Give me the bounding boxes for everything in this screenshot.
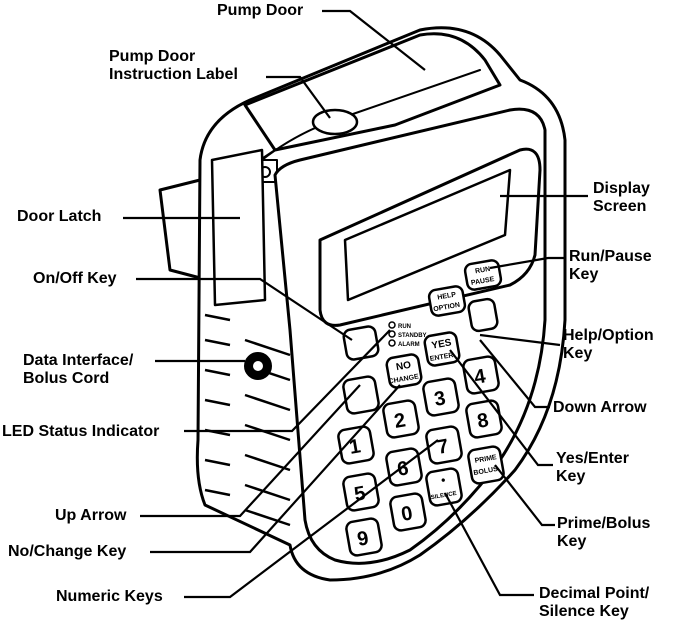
label-line: Pump Door xyxy=(217,2,304,19)
help-key-label-top: HELP xyxy=(437,291,457,301)
numeric-key-9[interactable] xyxy=(345,517,383,557)
label-line: Display xyxy=(593,180,650,197)
on-off-key[interactable] xyxy=(342,325,380,361)
numeric-key-2[interactable] xyxy=(382,399,420,439)
prime-key-label-top: PRIME xyxy=(474,454,497,465)
label-line: Key xyxy=(569,266,599,283)
label-line: Prime/Bolus xyxy=(557,515,651,532)
up-arrow-key[interactable] xyxy=(342,375,380,415)
decimal-silence-key[interactable] xyxy=(425,467,463,507)
label-line: No/Change Key xyxy=(8,543,127,560)
label-line: Screen xyxy=(593,198,647,215)
numeric-key-label-0: 0 xyxy=(400,502,415,526)
led-indicators: RUN STANDBY ALARM xyxy=(388,321,427,348)
label-line: Numeric Keys xyxy=(56,588,163,605)
label-on-off: On/Off Key xyxy=(33,270,117,288)
label-line: Up Arrow xyxy=(55,507,127,524)
label-display-screen: Display Screen xyxy=(593,180,650,216)
prime-bolus-key[interactable] xyxy=(467,445,505,485)
label-line: Decimal Point/ xyxy=(539,585,650,602)
down-arrow-key[interactable] xyxy=(467,297,499,333)
label-prime-bolus: Prime/Bolus Key xyxy=(557,515,650,551)
label-line: Help/Option xyxy=(563,327,654,344)
label-line: Run/Pause xyxy=(569,248,652,265)
display-screen xyxy=(343,168,512,302)
label-pump-door: Pump Door xyxy=(217,2,303,20)
led-dot-3 xyxy=(388,339,396,347)
run-key-label-top: RUN xyxy=(475,266,491,276)
numeric-key-label-1: 1 xyxy=(348,435,363,459)
yes-enter-key[interactable] xyxy=(423,331,461,367)
numeric-key-label-9: 9 xyxy=(356,527,371,551)
label-line: Door Latch xyxy=(17,208,102,225)
instruction-label-oval xyxy=(311,108,359,136)
label-line: On/Off Key xyxy=(33,270,117,287)
no-key-label-top: NO xyxy=(395,360,412,373)
label-line: Yes/Enter xyxy=(556,450,629,467)
label-line: Silence Key xyxy=(539,603,629,620)
numeric-key-4[interactable] xyxy=(462,355,500,395)
label-line: LED Status Indicator xyxy=(2,423,160,440)
label-line: Pump Door xyxy=(109,48,196,65)
label-yes-enter: Yes/Enter Key xyxy=(556,450,629,486)
label-decimal-silence: Decimal Point/ Silence Key xyxy=(539,585,649,621)
led-label-1: RUN xyxy=(398,324,411,330)
label-no-change: No/Change Key xyxy=(8,543,126,561)
numeric-key-label-7: 7 xyxy=(436,435,451,459)
pump-door xyxy=(243,32,502,152)
yes-key-label-bottom: ENTER xyxy=(429,352,454,363)
label-data-interface: Data Interface/ Bolus Cord xyxy=(23,352,133,388)
decimal-key-label-top: • xyxy=(440,473,447,488)
label-help-option: Help/Option Key xyxy=(563,327,654,363)
label-line: Data Interface/ xyxy=(23,352,134,369)
label-line: Key xyxy=(557,533,587,550)
label-line: Down Arrow xyxy=(553,399,647,416)
led-dot-1 xyxy=(388,321,396,329)
label-door-latch: Door Latch xyxy=(17,208,101,226)
keypad: RUNPAUSEHELPOPTIONYESENTERNOCHANGE123456… xyxy=(337,259,505,557)
numeric-key-1[interactable] xyxy=(337,425,375,465)
run-pause-key[interactable] xyxy=(463,259,503,291)
numeric-key-3[interactable] xyxy=(422,377,460,417)
run-key-label-bottom: PAUSE xyxy=(471,276,496,287)
led-dot-2 xyxy=(388,330,396,338)
numeric-key-5[interactable] xyxy=(342,472,380,512)
numeric-key-label-3: 3 xyxy=(433,387,448,411)
prime-key-label-bottom: BOLUS xyxy=(473,466,499,477)
led-label-3: ALARM xyxy=(398,342,420,348)
decimal-key-label-bottom: SILENCE xyxy=(430,491,457,501)
numeric-key-0[interactable] xyxy=(389,492,427,532)
label-down-arrow: Down Arrow xyxy=(553,399,647,417)
leader-lines xyxy=(123,9,588,599)
data-port-center xyxy=(253,361,263,371)
numeric-key-label-2: 2 xyxy=(393,409,408,433)
label-up-arrow: Up Arrow xyxy=(55,507,126,525)
label-pump-door-instruction: Pump Door Instruction Label xyxy=(109,48,238,84)
label-line: Instruction Label xyxy=(109,66,238,83)
help-key-label-bottom: OPTION xyxy=(433,302,461,314)
door-latch-face xyxy=(210,148,267,307)
numeric-key-label-5: 5 xyxy=(353,482,368,506)
led-label-2: STANDBY xyxy=(398,333,427,339)
label-line: Key xyxy=(556,468,586,485)
numeric-key-label-8: 8 xyxy=(476,409,491,433)
help-option-key[interactable] xyxy=(427,285,467,317)
label-numeric-keys: Numeric Keys xyxy=(56,588,163,606)
label-line: Bolus Cord xyxy=(23,370,110,387)
no-change-key[interactable] xyxy=(385,353,423,389)
yes-key-label-top: YES xyxy=(431,337,453,351)
label-run-pause: Run/Pause Key xyxy=(569,248,652,284)
label-led-status: LED Status Indicator xyxy=(2,423,159,441)
label-line: Key xyxy=(563,345,593,362)
